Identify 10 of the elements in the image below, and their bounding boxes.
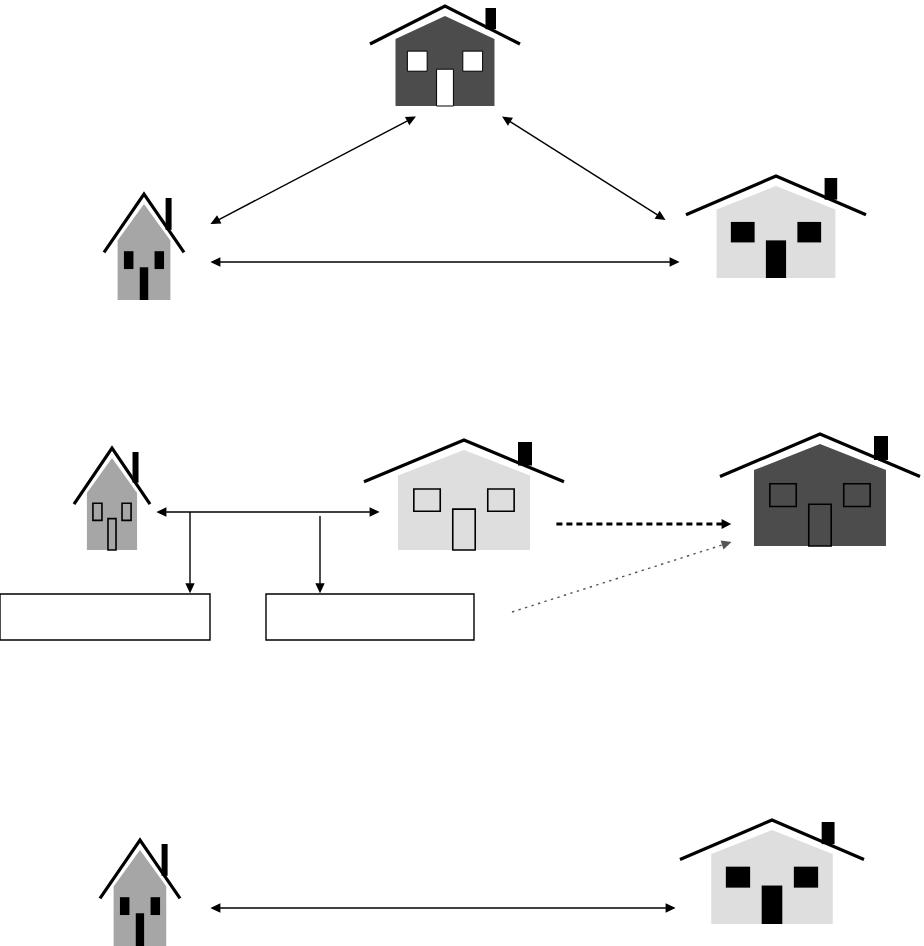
house-drawing (363, 438, 565, 551)
house-drawing (98, 837, 182, 946)
house-drawing (679, 818, 865, 924)
house-drawing (369, 4, 521, 107)
house-drawing (72, 445, 152, 551)
house-drawing (719, 432, 921, 547)
house-drawing (685, 174, 867, 278)
empty-box (265, 593, 475, 641)
house-drawing (102, 191, 186, 300)
empty-box (0, 593, 211, 641)
